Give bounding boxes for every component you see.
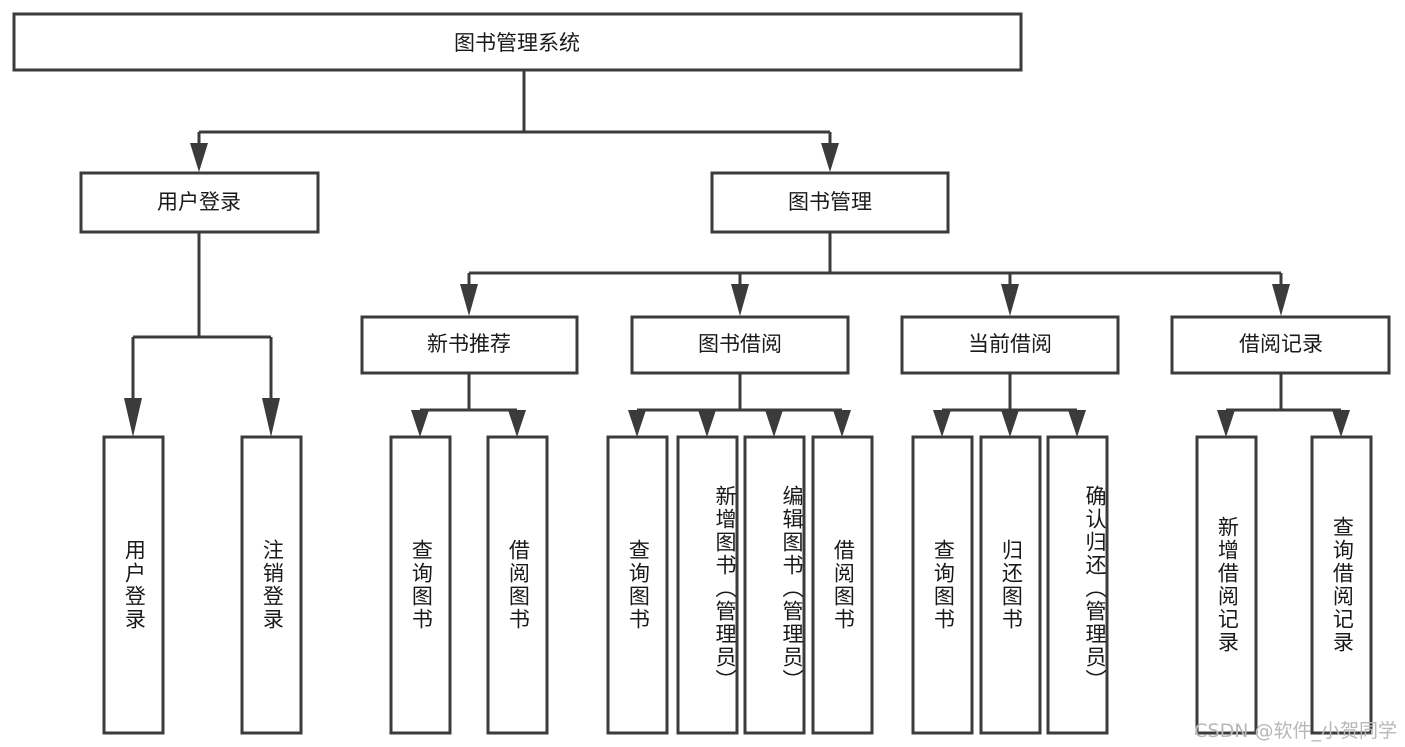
arrow-head-icon: [1001, 284, 1019, 316]
leaf-label-confirm-return-admin: 确认归还（管理员）: [1083, 484, 1107, 692]
node-root-box: [12, 12, 1023, 72]
arrow-head-icon: [411, 410, 429, 437]
node-book-borrow-label: 图书借阅: [698, 332, 782, 356]
connector-current-borrow-to-leaves: [933, 373, 1086, 437]
arrow-head-icon: [190, 143, 208, 172]
arrow-head-icon: [1332, 410, 1350, 437]
node-book-borrow[interactable]: 图书借阅: [630, 315, 850, 375]
leaf-box-user-logout[interactable]: [240, 435, 303, 735]
leaf-label-add-borrow-record: 新增借阅记录: [1215, 516, 1240, 654]
arrow-head-icon: [1068, 410, 1086, 437]
arrow-head-icon: [933, 410, 951, 437]
arrow-head-icon: [508, 410, 526, 437]
leaf-label-borrow-book-1: 借阅图书: [506, 539, 531, 631]
arrow-head-icon: [765, 410, 783, 437]
arrow-head-icon: [698, 410, 716, 437]
node-current-borrow[interactable]: 当前借阅: [900, 315, 1120, 375]
leaf-box-query-book-3[interactable]: [911, 435, 974, 735]
arrow-head-icon: [821, 143, 839, 172]
node-book-manage-label: 图书管理: [788, 190, 872, 214]
leaf-label-user-logout: 注销登录: [260, 539, 285, 631]
leaf-label-query-book-2: 查询图书: [626, 539, 651, 631]
leaf-box-edit-book-admin[interactable]: [743, 435, 806, 735]
leaf-box-borrow-book-2[interactable]: [811, 435, 874, 735]
node-borrow-record[interactable]: 借阅记录: [1170, 315, 1391, 375]
leaf-label-borrow-book-2: 借阅图书: [831, 539, 856, 631]
connector-new-book-recommend-to-leaves: [411, 373, 526, 437]
connector-book-manage-to-level3: [460, 232, 1290, 316]
node-current-borrow-box: [900, 315, 1120, 375]
node-new-book-recommend-label: 新书推荐: [427, 332, 511, 356]
node-current-borrow-label: 当前借阅: [968, 332, 1052, 356]
node-new-book-recommend-box: [360, 315, 579, 375]
leaf-box-add-borrow-record[interactable]: [1195, 435, 1258, 735]
connector-book-borrow-to-leaves: [628, 373, 851, 437]
leaf-label-query-borrow-record: 查询借阅记录: [1330, 516, 1355, 654]
connector-borrow-record-to-leaves: [1217, 373, 1350, 437]
leaf-box-query-book-1[interactable]: [389, 435, 452, 735]
leaf-box-borrow-book-1[interactable]: [486, 435, 549, 735]
arrow-head-icon: [124, 398, 142, 437]
node-root-label: 图书管理系统: [454, 31, 580, 55]
leaf-box-user-login[interactable]: [102, 435, 165, 735]
node-new-book-recommend[interactable]: 新书推荐: [360, 315, 579, 375]
node-user-login-label: 用户登录: [157, 190, 241, 214]
arrow-head-icon: [731, 284, 749, 316]
arrow-head-icon: [1217, 410, 1235, 437]
node-book-borrow-box: [630, 315, 850, 375]
arrow-head-icon: [1001, 410, 1019, 437]
connector-root-to-level2: [190, 70, 839, 172]
leaf-box-return-book[interactable]: [979, 435, 1042, 735]
leaf-box-add-book-admin[interactable]: [676, 435, 739, 735]
leaf-label-add-book-admin: 新增图书（管理员）: [713, 484, 737, 692]
leaf-label-query-book-1: 查询图书: [409, 539, 434, 631]
arrow-head-icon: [460, 284, 478, 316]
arrow-head-icon: [628, 410, 646, 437]
leaf-label-edit-book-admin: 编辑图书（管理员）: [780, 484, 804, 692]
leaf-label-return-book: 归还图书: [999, 539, 1024, 631]
connector-user-login-to-leaves: [124, 232, 280, 437]
arrow-head-icon: [1272, 284, 1290, 316]
node-user-login[interactable]: 用户登录: [79, 171, 320, 234]
leaf-box-query-book-2[interactable]: [606, 435, 669, 735]
leaf-label-query-book-3: 查询图书: [931, 539, 956, 631]
leaf-label-user-login: 用户登录: [122, 539, 147, 631]
arrow-head-icon: [833, 410, 851, 437]
leaf-box-query-borrow-record[interactable]: [1310, 435, 1373, 735]
node-borrow-record-label: 借阅记录: [1239, 332, 1323, 356]
leaf-box-confirm-return-admin[interactable]: [1046, 435, 1109, 735]
arrow-head-icon: [262, 398, 280, 437]
node-book-manage[interactable]: 图书管理: [710, 171, 950, 234]
node-root[interactable]: 图书管理系统: [12, 12, 1023, 72]
